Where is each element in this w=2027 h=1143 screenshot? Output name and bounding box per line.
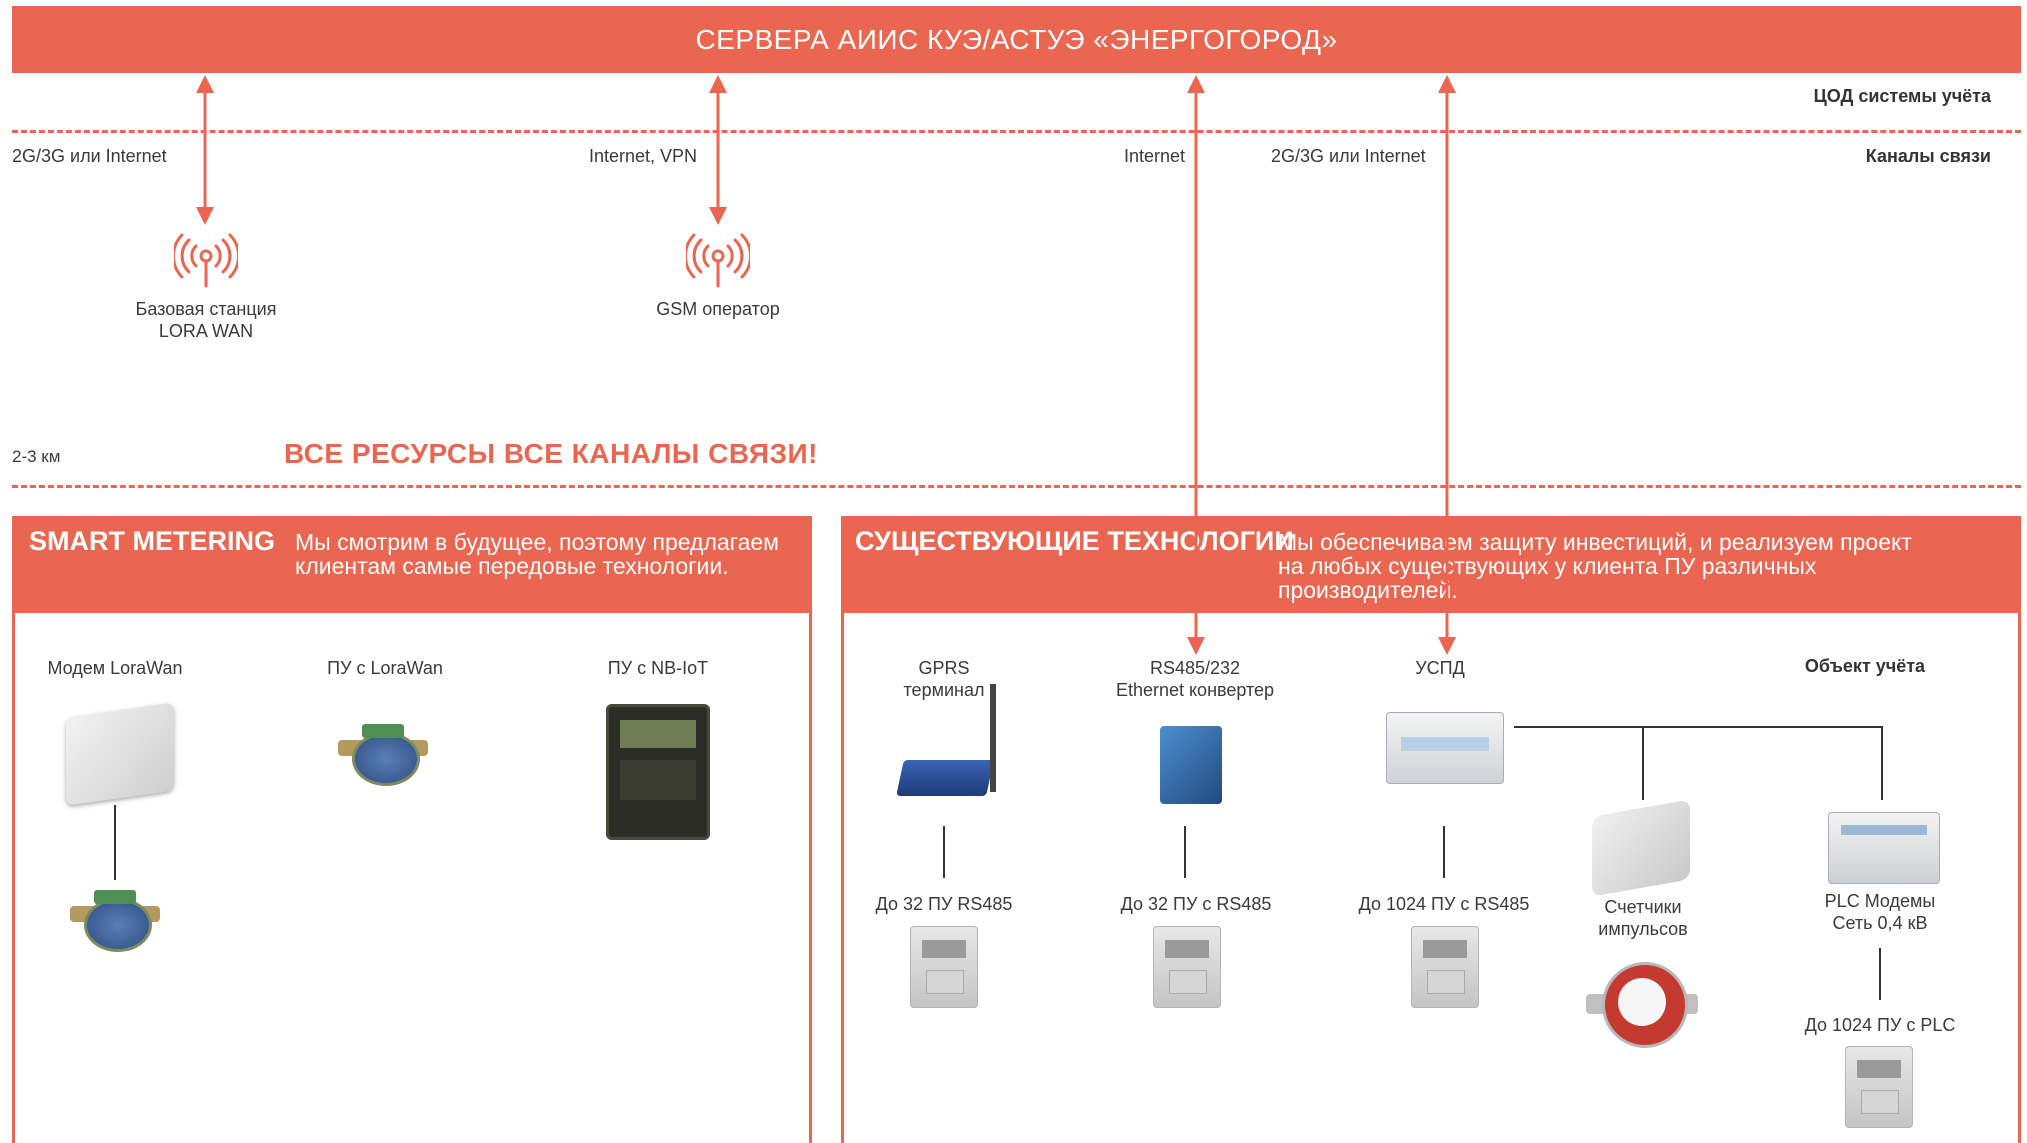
smart-metering-title: SMART METERING: [29, 526, 275, 556]
gprs-terminal-image: [896, 760, 994, 796]
lora-water-meter-image: [70, 888, 160, 952]
channel-label-lora: 2G/3G или Internet: [12, 146, 167, 166]
existing-tech-header: СУЩЕСТВУЮЩИЕ ТЕХНОЛОГИИ Мы обеспечиваем …: [841, 516, 2021, 613]
existing-tech-title: СУЩЕСТВУЮЩИЕ ТЕХНОЛОГИИ: [855, 526, 1294, 556]
device-label-rs485: RS485/232 Ethernet конвертер: [1115, 658, 1275, 700]
gprs-antenna-image: [990, 684, 996, 792]
channel-label-uspd: 2G/3G или Internet: [1271, 146, 1426, 166]
lora-modem-image: [66, 702, 174, 806]
lorawan-meter-image: [338, 722, 428, 786]
device-label-pulse-counters: Счетчики импульсов: [1598, 897, 1688, 939]
electricity-meter-image: [1845, 1046, 1913, 1128]
smart-metering-header: SMART METERING Мы смотрим в будущее, поэ…: [12, 516, 812, 613]
object-separator: [12, 485, 2021, 488]
channels-level-label: Каналы связи: [1865, 146, 1991, 166]
station-label-lora: Базовая станция LORA WAN: [135, 299, 277, 341]
nbiot-meter-image: [606, 704, 710, 840]
object-level-label: Объект учёта: [1804, 656, 1926, 676]
water-meter-image: [1586, 958, 1698, 1050]
capacity-plc: До 1024 ПУ с PLC: [1804, 1015, 1956, 1035]
electricity-meter-image: [1411, 926, 1479, 1008]
capacity-rs485: До 32 ПУ с RS485: [1120, 894, 1272, 914]
device-label-uspd: УСПД: [1415, 658, 1465, 678]
rs485-converter-image: [1160, 726, 1222, 804]
capacity-uspd: До 1024 ПУ с RS485: [1358, 894, 1530, 914]
device-label-nbiot-meter: ПУ с NB-IoT: [607, 658, 709, 678]
device-label-gprs: GPRS терминал: [903, 658, 985, 700]
existing-tech-text: Мы обеспечиваем защиту инвестиций, и реа…: [1278, 529, 1912, 603]
device-label-lora-modem: Модем LoraWan: [47, 658, 183, 678]
channel-label-gsm: Internet, VPN: [589, 146, 698, 166]
device-label-lorawan-meter: ПУ с LoraWan: [327, 658, 443, 678]
station-label-gsm: GSM оператор: [656, 299, 780, 319]
device-label-plc-modems: PLC Модемы Сеть 0,4 кВ: [1824, 891, 1936, 933]
slogan: ВСЕ РЕСУРСЫ ВСЕ КАНАЛЫ СВЯЗИ!: [284, 438, 818, 469]
servers-banner: СЕРВЕРА АИИС КУЭ/АСТУЭ «ЭНЕРГОГОРОД»: [12, 6, 2021, 73]
electricity-meter-image: [1153, 926, 1221, 1008]
channel-label-internet: Internet: [1124, 146, 1186, 166]
dc-level-label: ЦОД системы учёта: [1813, 86, 1991, 106]
capacity-gprs: До 32 ПУ RS485: [875, 894, 1013, 914]
distance-label: 2-3 км: [12, 447, 61, 466]
smart-metering-text: Мы смотрим в будущее, поэтому предлагаем…: [295, 529, 779, 579]
electricity-meter-image: [910, 926, 978, 1008]
plc-modem-image: [1828, 812, 1940, 884]
dc-separator: [12, 130, 2021, 133]
uspd-image: [1386, 712, 1504, 784]
